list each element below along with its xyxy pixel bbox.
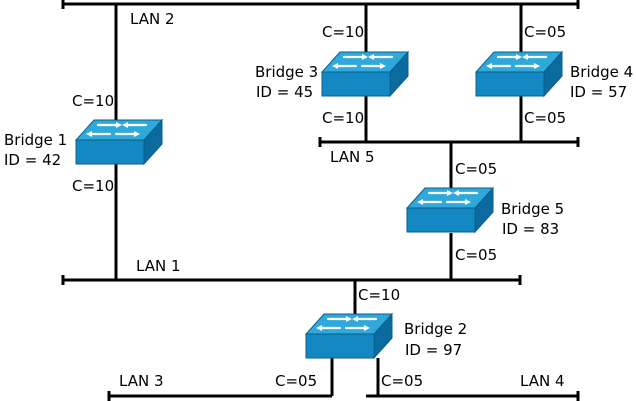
bridge-4-switch-icon (474, 50, 564, 98)
bridge-3-bottom-cost: C=10 (322, 109, 364, 127)
bridge-2-right-cost: C=05 (381, 372, 423, 390)
bridge-4-id: ID = 57 (570, 83, 627, 101)
bridge-4-bottom-cost: C=05 (524, 109, 566, 127)
bridge-2-id: ID = 97 (405, 341, 462, 359)
bridge-2-top-cost: C=10 (358, 286, 400, 304)
bridge-1-name: Bridge 1 (4, 131, 67, 149)
port-links (114, 4, 523, 396)
bridge-5-switch-icon (405, 186, 495, 234)
bridge-4-name: Bridge 4 (570, 63, 633, 81)
bridge-5-id: ID = 83 (502, 220, 559, 238)
bridge-5-top-cost: C=05 (455, 160, 497, 178)
bridge-5-name: Bridge 5 (501, 200, 564, 218)
lan-segments (61, 0, 580, 401)
bridge-2-name: Bridge 2 (404, 320, 467, 338)
bridge-5-bottom-cost: C=05 (455, 246, 497, 264)
lan-1-label: LAN 1 (136, 257, 181, 275)
lan-4-label: LAN 4 (520, 372, 565, 390)
bridge-3-top-cost: C=10 (322, 23, 364, 41)
bridge-3-switch-icon (320, 50, 410, 98)
bridge-1-id: ID = 42 (4, 151, 61, 169)
bridge-3-name: Bridge 3 (255, 63, 318, 81)
bridge-1-top-cost: C=10 (72, 92, 114, 110)
bridge-2-left-cost: C=05 (275, 372, 317, 390)
bridge-3-id: ID = 45 (256, 83, 313, 101)
lan-5-label: LAN 5 (330, 148, 375, 166)
lan-3-label: LAN 3 (119, 372, 164, 390)
bridge-1-switch-icon (74, 118, 164, 166)
bridge-4-top-cost: C=05 (524, 23, 566, 41)
bridge-2-switch-icon (304, 312, 394, 360)
bridge-1-bottom-cost: C=10 (72, 177, 114, 195)
lan-2-label: LAN 2 (130, 10, 175, 28)
